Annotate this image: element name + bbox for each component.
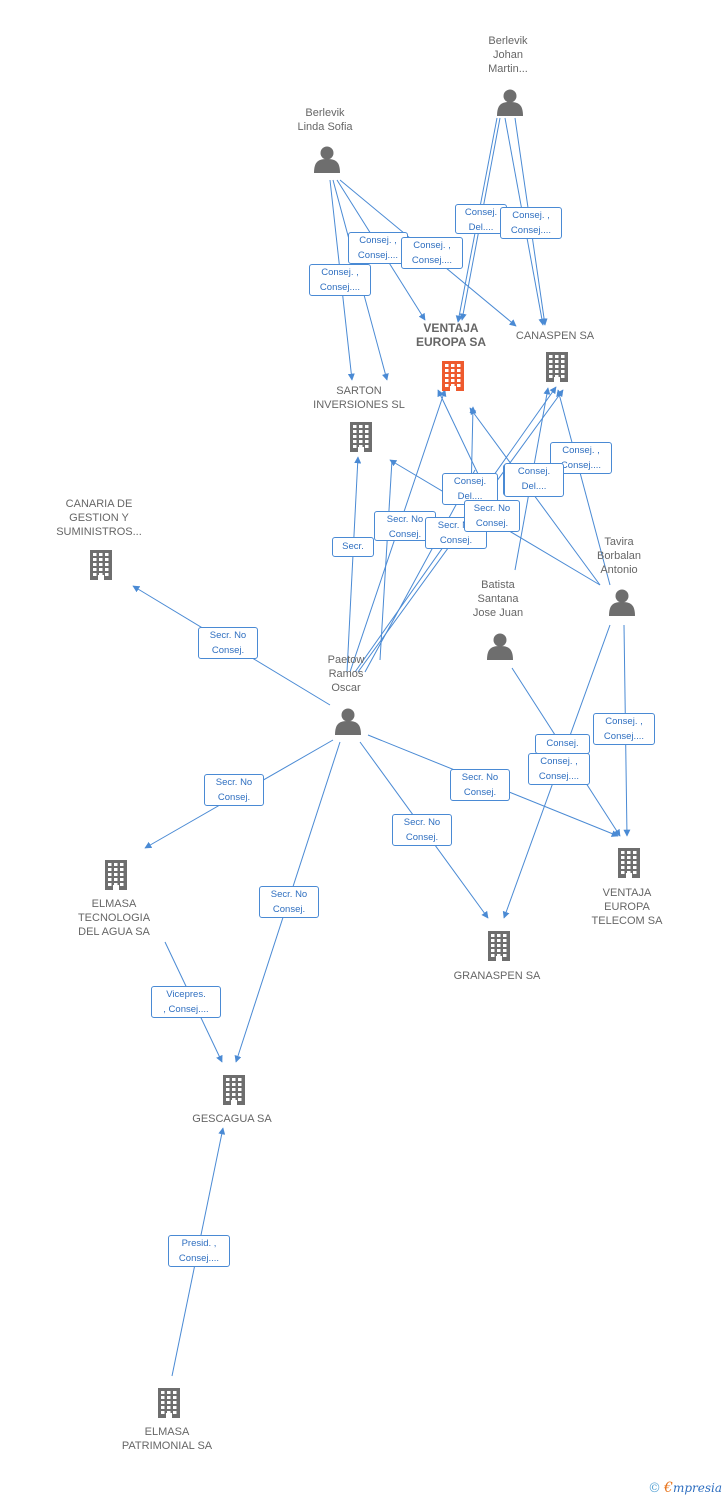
building-icon[interactable] xyxy=(546,352,568,382)
company-label[interactable]: CANASPEN SA xyxy=(515,330,595,342)
company-label[interactable]: GRANASPEN SA xyxy=(453,970,541,982)
relationship-label[interactable]: Secr. No Consej. xyxy=(464,500,520,532)
relationship-label[interactable]: Secr. No Consej. xyxy=(392,814,452,846)
building-icon[interactable] xyxy=(105,860,127,890)
person-icon[interactable] xyxy=(335,708,361,736)
building-icon[interactable] xyxy=(350,422,372,452)
relationship-label[interactable]: Consej. , Consej.... xyxy=(528,753,590,785)
relationship-label[interactable]: Presid. , Consej.... xyxy=(168,1235,230,1267)
building-icon[interactable] xyxy=(618,848,640,878)
relationship-label[interactable]: Vicepres. , Consej.... xyxy=(151,986,221,1018)
relationship-label[interactable]: Consej. , Consej.... xyxy=(348,232,408,264)
relationship-label[interactable]: Consej. xyxy=(535,734,590,754)
relationship-label[interactable]: Consej. , Consej.... xyxy=(401,237,463,269)
building-icon[interactable] xyxy=(442,361,464,391)
relationship-edge xyxy=(346,456,362,673)
building-icon[interactable] xyxy=(223,1075,245,1105)
person-icon[interactable] xyxy=(497,89,523,117)
building-icon[interactable] xyxy=(488,931,510,961)
company-label[interactable]: ELMASA TECNOLOGIA DEL AGUA SA xyxy=(77,898,151,938)
person-icon[interactable] xyxy=(487,633,513,661)
building-icon[interactable] xyxy=(90,550,112,580)
person-label[interactable]: Tavira Borbalan Antonio xyxy=(596,536,642,576)
company-label[interactable]: CANARIA DE GESTION Y SUMINISTROS... xyxy=(56,498,142,538)
relationship-label[interactable]: Consej. Del.... xyxy=(504,463,564,497)
person-label[interactable]: Batista Santana Jose Juan xyxy=(472,579,524,619)
relationship-label[interactable]: Secr. No Consej. xyxy=(259,886,319,918)
relationship-label[interactable]: Secr. xyxy=(332,537,374,557)
relationship-label[interactable]: Secr. No Consej. xyxy=(198,627,258,659)
company-label[interactable]: SARTON INVERSIONES SL xyxy=(313,385,405,411)
empresia-logo[interactable]: ©€mpresia xyxy=(648,1480,722,1496)
person-label[interactable]: Berlevik Johan Martin... xyxy=(488,35,528,75)
relationship-label[interactable]: Consej. , Consej.... xyxy=(309,264,371,296)
person-icon[interactable] xyxy=(609,589,635,617)
relationship-edge xyxy=(379,459,393,661)
company-label[interactable]: GESCAGUA SA xyxy=(192,1113,272,1125)
company-label[interactable]: VENTAJA EUROPA SA xyxy=(415,321,487,349)
person-icon[interactable] xyxy=(314,146,340,174)
relationship-label[interactable]: Consej. Del.... xyxy=(442,473,498,505)
person-label[interactable]: Paetow Ramos Oscar xyxy=(327,654,365,694)
relationship-label[interactable]: Secr. No Consej. xyxy=(204,774,264,806)
building-icon[interactable] xyxy=(158,1388,180,1418)
relationship-label[interactable]: Secr. No Consej. xyxy=(450,769,510,801)
company-label[interactable]: ELMASA PATRIMONIAL SA xyxy=(121,1426,213,1452)
company-label[interactable]: VENTAJA EUROPA TELECOM SA xyxy=(591,887,663,927)
relationship-edge xyxy=(556,389,611,586)
relationship-label[interactable]: Consej. , Consej.... xyxy=(593,713,655,745)
person-label[interactable]: Berlevik Linda Sofia xyxy=(297,107,353,133)
relationship-label[interactable]: Consej. , Consej.... xyxy=(500,207,562,239)
